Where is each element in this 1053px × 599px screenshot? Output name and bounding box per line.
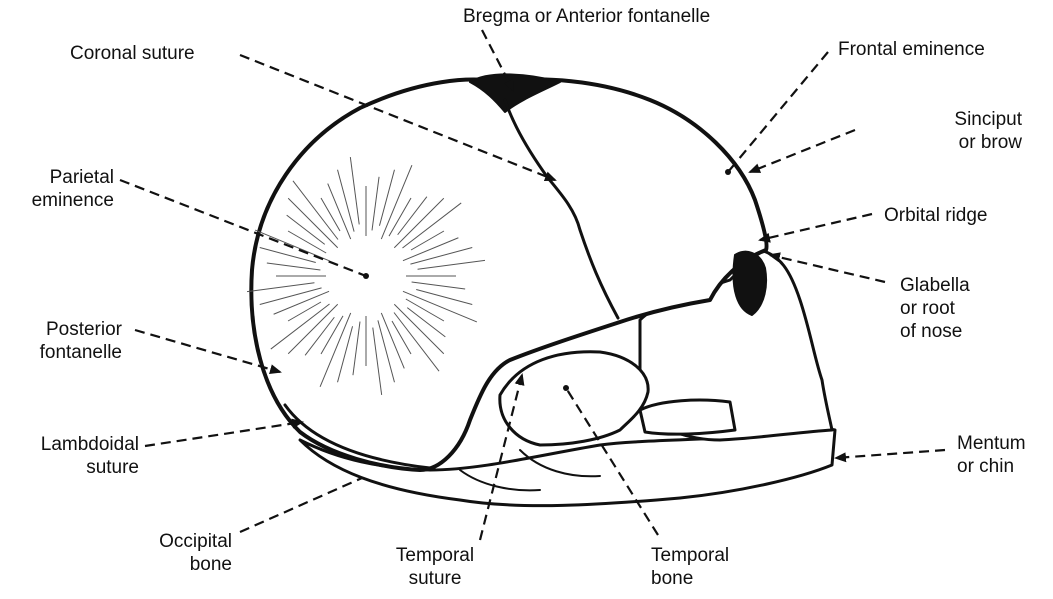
temporal-bone-shape xyxy=(500,352,648,445)
label-parietal-eminence: Parietal eminence xyxy=(10,166,114,212)
pointer-sinciput xyxy=(750,130,855,172)
zygomatic-arch xyxy=(640,400,735,434)
parietal-eminence-dot xyxy=(363,273,369,279)
label-coronal-suture: Coronal suture xyxy=(70,42,195,65)
pointer-orbital-ridge xyxy=(760,214,872,240)
pointer-frontal-eminence xyxy=(728,52,828,172)
label-posterior-fontanelle: Posterior fontanelle xyxy=(10,318,122,364)
pointer-occipital-bone xyxy=(240,478,362,532)
label-orbital-ridge: Orbital ridge xyxy=(884,204,988,227)
label-temporal-bone: Temporal bone xyxy=(651,544,729,590)
skull-drawing xyxy=(251,74,835,505)
label-sinciput: Sinciput or brow xyxy=(930,108,1022,154)
label-temporal-suture: Temporal suture xyxy=(375,544,495,590)
label-bregma: Bregma or Anterior fontanelle xyxy=(463,5,710,28)
label-frontal-eminence: Frontal eminence xyxy=(838,38,985,61)
label-mentum: Mentum or chin xyxy=(957,432,1026,478)
pointer-lambdoidal-suture xyxy=(145,422,302,446)
pointer-mentum xyxy=(836,450,945,458)
label-occipital-bone: Occipital bone xyxy=(120,530,232,576)
label-glabella: Glabella or root of nose xyxy=(900,274,970,343)
temporal-bone-dot xyxy=(563,385,569,391)
frontal-eminence-dot xyxy=(725,169,731,175)
label-lambdoidal-suture: Lambdoidal suture xyxy=(10,433,139,479)
